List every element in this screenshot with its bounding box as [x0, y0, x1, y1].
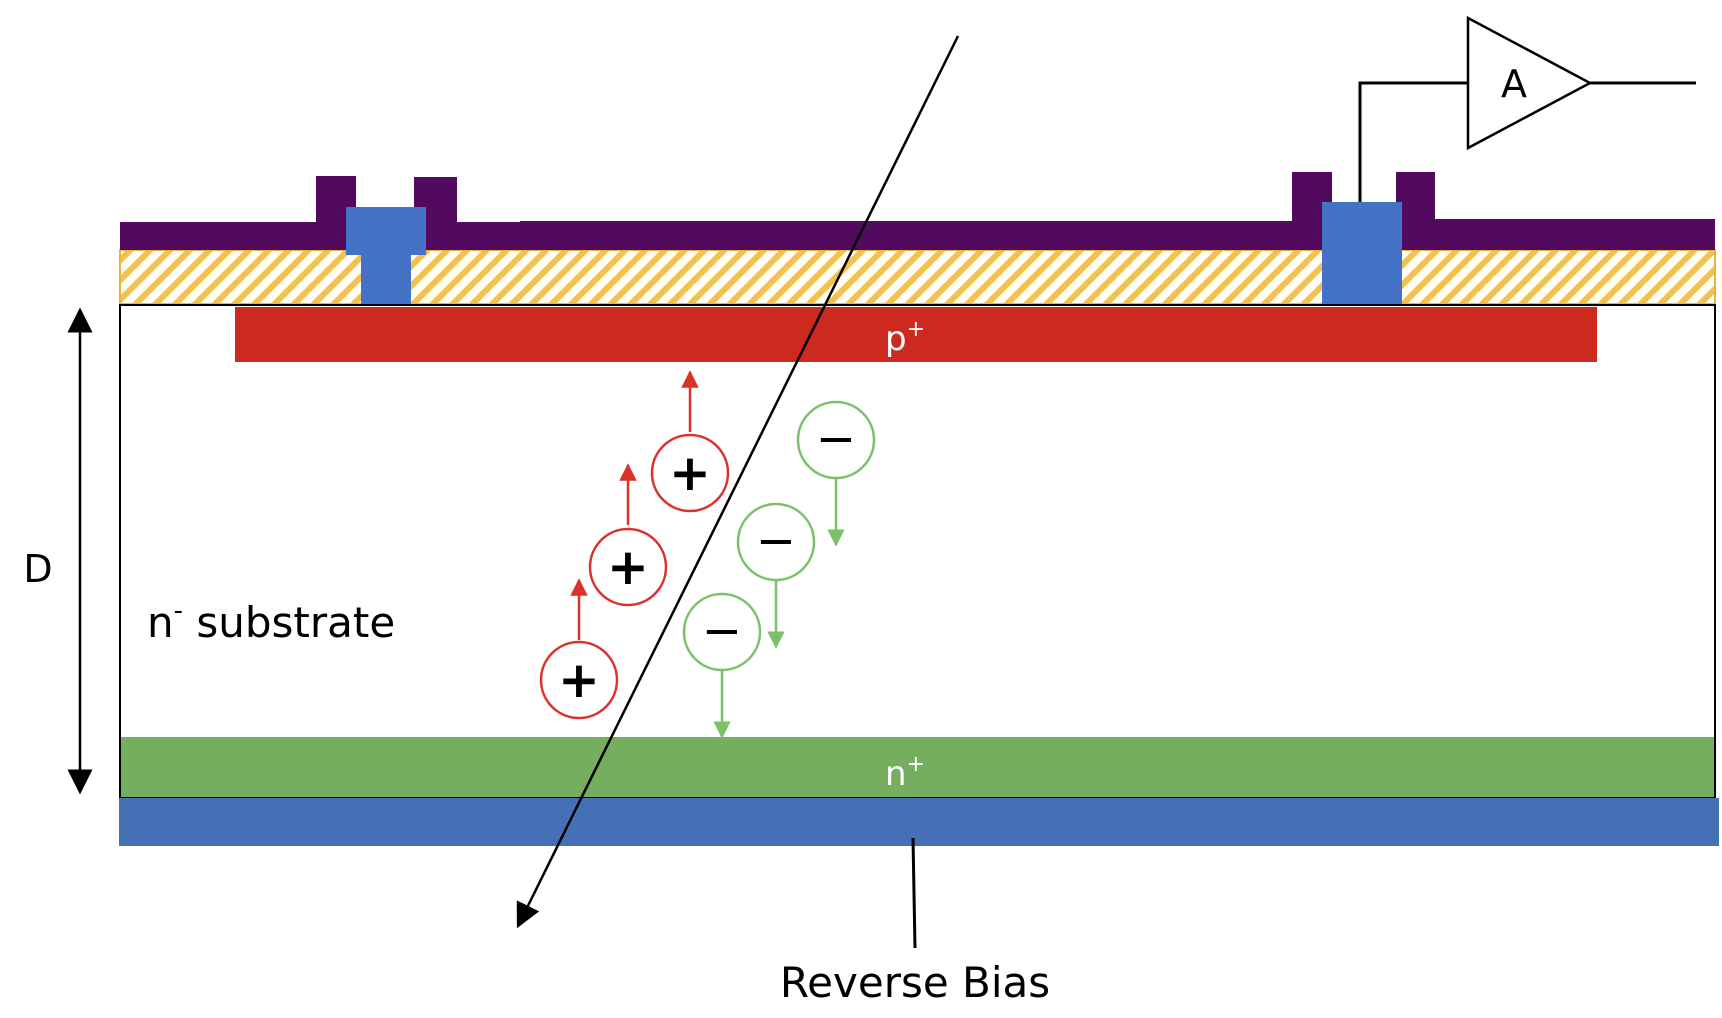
hole-plus-icon: +: [669, 444, 711, 502]
hole-2: +: [588, 463, 668, 607]
readout-wire: [1358, 81, 1470, 202]
bias-wire: [911, 837, 917, 949]
electron-minus-icon: −: [756, 513, 796, 569]
electron-2: −: [736, 502, 816, 649]
oxide-layer: [119, 249, 1716, 305]
electron-minus-icon: −: [702, 603, 742, 659]
particle-track: [516, 35, 960, 929]
hole-3: +: [539, 578, 619, 720]
reverse-bias-label: Reverse Bias: [780, 958, 1050, 1007]
metal-layer: [120, 172, 1715, 250]
hole-1: +: [650, 370, 730, 513]
contact-via-left: [361, 255, 411, 304]
electron-minus-icon: −: [816, 411, 856, 467]
substrate-bulk: [119, 304, 1716, 799]
p-plus-implant: [235, 307, 1597, 362]
backside-contact: [119, 798, 1719, 846]
electron-1: −: [796, 400, 876, 547]
n-plus-implant: [121, 737, 1714, 797]
n-plus-label: n+: [885, 752, 925, 794]
amplifier-label: A: [1501, 62, 1527, 106]
substrate-label: n- substrate: [147, 596, 395, 647]
hole-plus-icon: +: [607, 538, 649, 596]
amplifier-triangle-icon: [1466, 15, 1593, 151]
hole-plus-icon: +: [558, 651, 600, 709]
contact-via-right-gap-cover: [1335, 250, 1391, 304]
contact-via-left-top: [346, 207, 426, 255]
electron-3: −: [682, 592, 762, 739]
p-plus-label: p+: [885, 317, 925, 359]
thickness-label: D: [23, 547, 52, 591]
